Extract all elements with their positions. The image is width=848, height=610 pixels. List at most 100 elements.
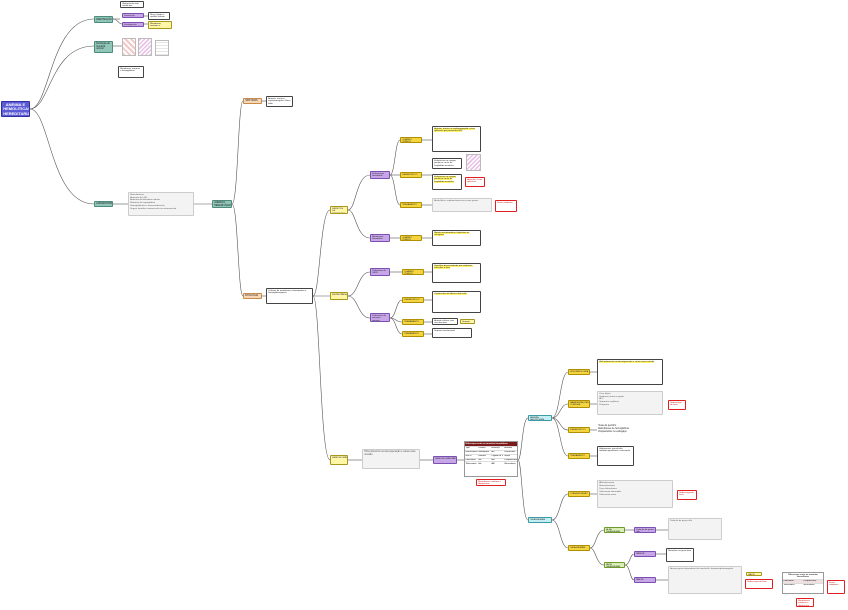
table-note: Eletroforese confirma o diagnóstico xyxy=(476,479,506,486)
root-node[interactable]: ANEMIA E HEMOLITICAS HEREDITARIAS xyxy=(1,101,30,117)
rbc-diagram-image xyxy=(138,38,152,56)
table-header-cell: Defeito xyxy=(478,446,486,449)
hemoglobinopathies-text: HbS polimeriza na desoxigenação e causa … xyxy=(362,449,420,469)
membrane-defects-node[interactable]: DEFEITOS DE MEMBRANA xyxy=(330,206,348,214)
definition-text: Redução da vida média das hemácias por d… xyxy=(120,1,144,8)
table-cell: Esferócitos xyxy=(504,450,516,453)
table-cell: Drepanócitos xyxy=(504,458,518,461)
table-cell: Drepanócitos xyxy=(803,580,817,583)
table-row: Esferocitose Membrana AD Esferócitos xyxy=(465,449,517,454)
spherocytosis-node[interactable]: Esferocitose hereditária xyxy=(370,171,390,179)
list-item: Drepanócitos no esfregaço xyxy=(598,430,627,434)
hemoglobinopathies-node[interactable]: HEMOGLOBINOPATIAS xyxy=(330,455,348,465)
elliptocytosis-node[interactable]: Eliptocitose hereditária xyxy=(370,234,390,242)
alert-note-5: Sobrecarga de ferro xyxy=(745,579,773,589)
beta-thal-minor-text: Mutações no gene beta xyxy=(666,548,694,562)
table-cell: AR xyxy=(491,458,495,461)
beta-thal-major-text: Anemia grave dependente de transfusão, h… xyxy=(668,566,742,594)
rbc-physiology-node[interactable]: Fisiologia da hemácia normal xyxy=(122,22,144,27)
summary-table-title: Diferenças entre as anemias hemolíticas xyxy=(783,573,823,580)
sickle-pathophysiology-text: HbS polimeriza na desoxigenação e causa … xyxy=(597,359,663,385)
g6pd-node[interactable]: Deficiência de G6PD xyxy=(370,268,390,276)
hereditary-anemias-node[interactable]: ANEMIAS HEREDITÁRIAS xyxy=(212,200,232,208)
alpha-thal-node[interactable]: ALFA TALASSEMIA xyxy=(604,527,625,533)
osmotic-fragility-highlight: Esferócitos no sangue periférico; teste … xyxy=(434,175,456,183)
hemoglobinopathies-subnode[interactable]: HEMOGLOBINOPATIAS xyxy=(433,456,457,464)
g6pd-text: Hemólise desencadeada por oxidantes, inf… xyxy=(432,263,481,283)
table-row: Talassemia Hb AR Microcitose xyxy=(465,461,517,465)
physiology-node[interactable]: Destruição fisiológica xyxy=(122,13,144,18)
sickle-cell-node[interactable]: ANEMIA FALCIFORME xyxy=(528,415,552,421)
spherocytosis-clinical-node[interactable]: QUADRO CLÍNICO xyxy=(400,137,422,143)
elliptocytosis-text: Maioria assintomática; eliptócitos no es… xyxy=(432,230,481,246)
sickle-pathophysiology-node[interactable]: FISIOPATOLOGIA xyxy=(568,369,590,375)
table-row: Talassemia Microcitose xyxy=(783,583,823,587)
sickle-treatment-node[interactable]: TRATAMENTO xyxy=(568,453,590,459)
enzymopathies-node[interactable]: ENZIMOPATIAS xyxy=(330,292,348,300)
elliptocytosis-clinical-node[interactable]: QUADRO CLÍNICO xyxy=(400,235,422,241)
blood-smear-image xyxy=(122,38,136,56)
list-item: Síndrome torácica aguda xyxy=(599,395,624,398)
definition-node[interactable]: DEFINIÇÃO / CLASSIFICAÇÃO xyxy=(94,16,113,23)
rbc-physiology-note: Membrana, enzimas e hemoglobina xyxy=(148,21,172,29)
images-caption: Membrana, enzimas e hemoglobina xyxy=(118,66,144,78)
sickle-diagnosis-list: Teste do pezinho Eletroforese de hemoglo… xyxy=(597,423,637,438)
table-cell: Esferocitose xyxy=(465,450,478,453)
pyruvate-kinase-node[interactable]: Deficiência de piruvato-quinase xyxy=(370,313,390,322)
table-header-cell: Herança xyxy=(491,446,500,449)
table-cell: Enzima xyxy=(478,454,486,457)
alpha-thal-text: Deleção de genes alfa xyxy=(668,518,722,540)
pk-highlight-note: Suporte transfusional xyxy=(460,319,475,324)
table-cell: Ligada ao X xyxy=(491,454,504,457)
beta-thal-node[interactable]: BETA TALASSEMIA xyxy=(604,562,625,568)
beta-thal-minor-node[interactable]: MENOR xyxy=(634,551,656,557)
spherocytosis-clinical-highlight: Anemia, icterícia e esplenomegalia; cris… xyxy=(434,127,476,133)
osmotic-fragility-text: Esferócitos no sangue periférico; teste … xyxy=(432,174,462,190)
table-cell: Heinz xyxy=(504,454,511,457)
list-item: Crise álgica xyxy=(599,392,611,395)
alpha-thal-sub-node[interactable]: Deleção de genes alfa xyxy=(634,527,656,533)
table-cell: Talassemia xyxy=(465,462,477,465)
lab-item-5: Hemoglobinúria e hemossiderinúria xyxy=(130,204,165,207)
alert-note-7: Eletroforese confirma o diagnóstico xyxy=(796,598,814,607)
laboratory-node[interactable]: LABORATÓRIO xyxy=(94,201,113,207)
images-branch-node[interactable]: Fisiologia da hemácia normal xyxy=(94,41,113,53)
pk-diagnosis-text: Corpúsculos de Heinz e bite cells xyxy=(432,291,481,313)
sickle-treatment-text: Hidroxiureia, transfusão, antibioticopro… xyxy=(597,446,634,466)
thal-classification-list: Alfa-talassemia Beta-talassemia Traço ta… xyxy=(597,480,673,508)
spherocytosis-diagnosis-node[interactable]: DIAGNÓSTICO xyxy=(400,172,422,178)
spherocytosis-diagnosis-text: Esferócitos no sangue periférico; teste … xyxy=(432,158,462,169)
list-item: Alfa-talassemia xyxy=(599,481,615,484)
table-row: Falciforme Drepanócitos xyxy=(783,579,823,584)
thal-types-node[interactable]: TALASSEMIAS xyxy=(568,545,590,551)
membrane-diagram-image xyxy=(155,40,169,56)
pk-treatment-node[interactable]: TRATAMENTO xyxy=(402,319,424,325)
pk-support-text: Suporte transfusional xyxy=(432,328,472,338)
pk-diagnosis-node[interactable]: DIAGNÓSTICO xyxy=(402,297,424,303)
table-cell: AD xyxy=(491,450,495,453)
g6pd-highlight: Hemólise desencadeada por oxidantes, inf… xyxy=(434,264,473,270)
physiology-text: Baço, fígado e medula retiram hemácias s… xyxy=(148,12,170,20)
table-cell: G6PD xyxy=(465,454,472,457)
list-item: AVC xyxy=(599,398,604,401)
sickle-diagnosis-node[interactable]: DIAGNÓSTICO xyxy=(568,427,590,433)
list-item: Eletroforese de hemoglobina xyxy=(598,427,629,430)
table-header-cell: Achado xyxy=(504,446,512,449)
list-item: Sequestro esplênico xyxy=(599,401,620,404)
etiology-node[interactable]: ETIOLOGIA xyxy=(243,293,262,299)
list-item: Teste do pezinho xyxy=(598,423,617,427)
table-header-row: Tipo Defeito Herança Achado xyxy=(465,445,517,450)
spherocytosis-treatment-node[interactable]: TRATAMENTO xyxy=(400,202,422,208)
thalassemias-node[interactable]: TALASSEMIAS xyxy=(528,517,552,523)
sickle-clinical-node[interactable]: MANIFESTAÇÕES CLÍNICAS xyxy=(568,400,590,408)
g6pd-clinical-node[interactable]: QUADRO CLÍNICO xyxy=(402,269,424,275)
beta-thal-major-node[interactable]: MAIOR xyxy=(634,577,656,583)
table-cell: Talassemia xyxy=(783,584,795,587)
pk-support-node[interactable]: TRATAMENTO xyxy=(402,331,424,337)
table-title: Diferenças entre as anemias hemolíticas xyxy=(465,442,517,446)
alert-note-6: Evitar oxidantes xyxy=(827,580,845,594)
symptoms-node[interactable]: SINTOMAS xyxy=(243,98,262,104)
table-row: Falciforme Hb AR Drepanócitos xyxy=(465,457,518,462)
thal-classification-node[interactable]: CLASSIFICAÇÃO xyxy=(568,491,590,497)
